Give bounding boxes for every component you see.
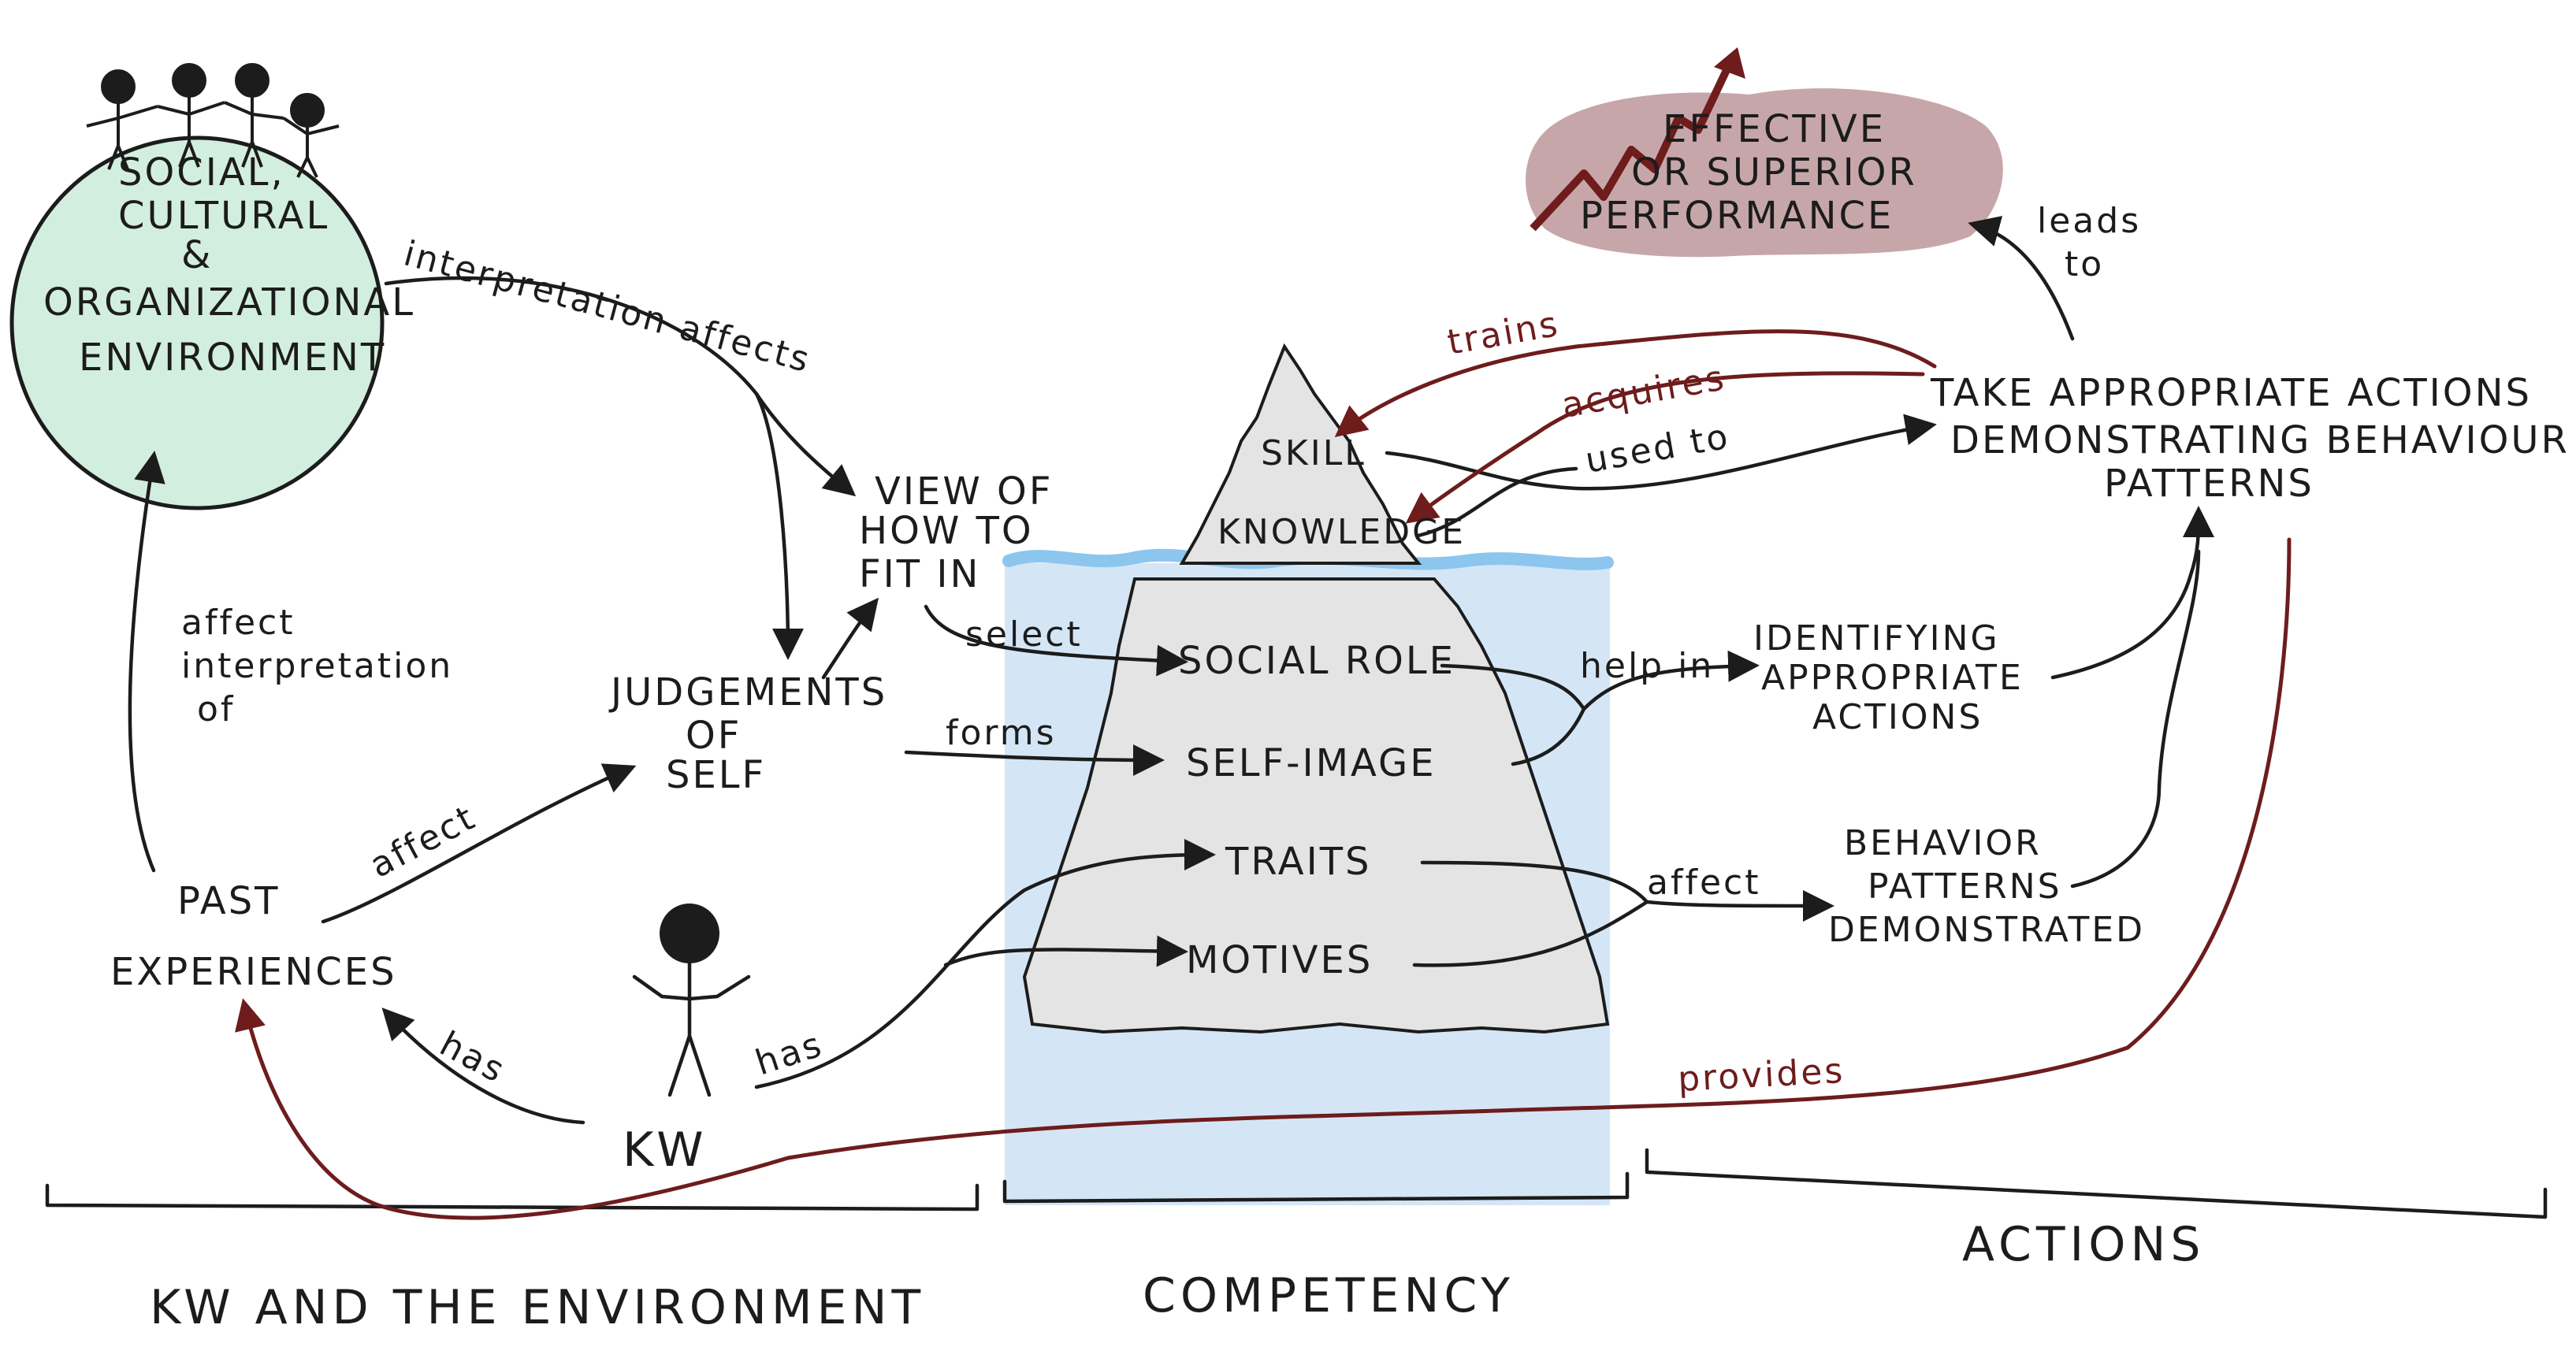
performance-cloud: [1526, 88, 2003, 258]
label-has-past: has: [433, 1024, 513, 1092]
environment-line-3: &: [181, 233, 213, 277]
label-affect-interpretation-1: affect: [181, 603, 295, 643]
performance-line-1: EFFECTIVE: [1663, 107, 1886, 151]
edge-judgements-to-self-image: [904, 744, 1165, 776]
iceberg-top: [1179, 343, 1422, 565]
environment-circle: [9, 135, 385, 510]
label-trains: trains: [1444, 304, 1563, 363]
edge-kw-to-traits: [754, 839, 1216, 1089]
label-acquires: acquires: [1559, 358, 1729, 426]
view-line-1: VIEW OF: [875, 469, 1053, 514]
social-role-label: SOCIAL ROLE: [1178, 639, 1455, 683]
label-help-in: help in: [1580, 646, 1714, 686]
behavior-line-2: PATTERNS: [1868, 866, 2062, 907]
performance-line-3: PERFORMANCE: [1580, 194, 1894, 238]
past-line-2: EXPERIENCES: [110, 950, 397, 994]
behavior-line-3: DEMONSTRATED: [1828, 910, 2145, 950]
kw-person-icon: [632, 904, 751, 1097]
rising-arrow-icon: [1530, 53, 1738, 232]
edge-judgements-to-view: [821, 597, 879, 680]
judgements-line-2: OF: [686, 714, 742, 758]
group-environment-label: KW AND THE ENVIRONMENT: [150, 1280, 925, 1335]
knowledge-label: KNOWLEDGE: [1217, 512, 1466, 552]
edge-acquires: [1405, 371, 1925, 524]
edge-past-to-judgements: [321, 763, 637, 924]
edge-kw-to-motives: [943, 935, 1188, 967]
edge-kw-to-past: [381, 1007, 585, 1125]
label-forms: forms: [946, 713, 1057, 753]
take-actions-line-2: DEMONSTRATING BEHAVIOUR: [1950, 418, 2570, 462]
label-affect-interpretation-2: interpretation: [181, 646, 453, 686]
take-actions-line-1: TAKE APPROPRIATE ACTIONS: [1930, 371, 2532, 415]
group-competency-label: COMPETENCY: [1143, 1268, 1515, 1323]
traits-label: TRAITS: [1225, 840, 1372, 884]
label-leads-2: to: [2065, 244, 2104, 284]
edge-knowledge-to-actions: [1416, 466, 1578, 538]
view-line-2: HOW TO: [859, 509, 1034, 553]
label-provides: provides: [1677, 1051, 1846, 1100]
edge-interpretation-to-view: [754, 391, 857, 497]
skill-label: SKILL: [1261, 433, 1366, 473]
label-affect-behavior: affect: [1647, 863, 1760, 903]
edge-actions-to-performance: [1968, 216, 2075, 341]
edge-trains: [1334, 329, 1937, 437]
edge-provides: [235, 537, 2292, 1220]
kw-label: KW: [623, 1122, 708, 1178]
self-image-label: SELF-IMAGE: [1186, 741, 1437, 785]
label-select: select: [965, 614, 1083, 655]
rising-arrow-head-icon: [1714, 47, 1745, 79]
edge-past-to-environment: [128, 451, 165, 873]
environment-line-1: SOCIAL,: [118, 150, 285, 195]
edge-motives-affect: [1412, 900, 1649, 967]
edge-identifying-to-actions: [2050, 506, 2214, 680]
label-leads-1: leads: [2037, 201, 2141, 241]
motives-label: MOTIVES: [1186, 938, 1373, 982]
edge-view-to-social-role: [924, 604, 1188, 677]
people-icon: [86, 63, 340, 178]
edge-skill-to-actions: [1385, 414, 1937, 491]
environment-line-2: CULTURAL: [118, 194, 329, 238]
bracket-environment: [45, 1183, 979, 1212]
label-interpretation-affects: interpretation affects: [400, 233, 816, 380]
take-actions-line-3: PATTERNS: [2104, 462, 2314, 506]
environment-line-5: ENVIRONMENT: [79, 336, 386, 380]
edge-interpretation-affects: [384, 276, 804, 660]
identifying-line-3: ACTIONS: [1812, 697, 1983, 737]
label-affect-interpretation-3: of: [197, 689, 235, 729]
performance-line-2: OR SUPERIOR: [1631, 150, 1917, 195]
label-has-traits: has: [751, 1024, 828, 1083]
label-used-to: used to: [1582, 416, 1733, 481]
identifying-line-2: APPROPRIATE: [1761, 658, 2024, 698]
iceberg-body: [1022, 577, 1610, 1034]
behavior-line-1: BEHAVIOR: [1844, 823, 2042, 863]
judgements-line-1: JUDGEMENTS: [608, 670, 887, 714]
environment-line-4: ORGANIZATIONAL: [43, 280, 415, 325]
bracket-actions: [1645, 1148, 2548, 1219]
bracket-competency: [1002, 1171, 1630, 1204]
identifying-line-1: IDENTIFYING: [1753, 618, 2000, 659]
edge-behavior-to-actions: [2070, 549, 2201, 889]
past-line-1: PAST: [177, 879, 281, 923]
judgements-line-3: SELF: [666, 753, 766, 797]
view-line-3: FIT IN: [859, 552, 980, 596]
group-actions-label: ACTIONS: [1962, 1217, 2205, 1272]
edge-self-image-help: [1511, 707, 1586, 766]
